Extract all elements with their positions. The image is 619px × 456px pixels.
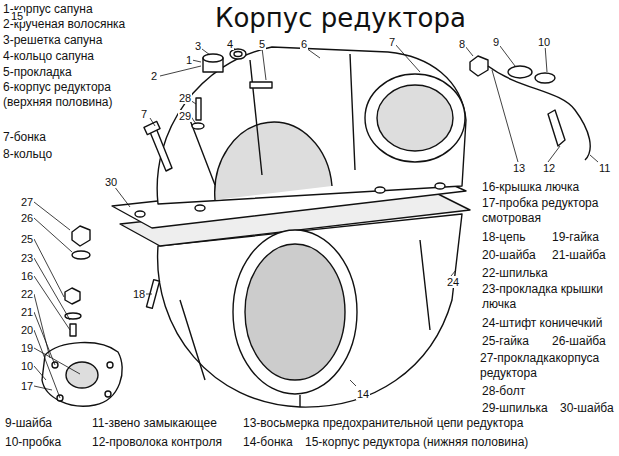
gearbox-part xyxy=(42,343,122,407)
part-label: 7-бонка xyxy=(3,130,46,145)
callout-number: 8 xyxy=(458,38,466,50)
callout-number: 22 xyxy=(20,288,34,300)
callout-number: 10 xyxy=(20,360,34,372)
callout-number: 24 xyxy=(446,276,460,288)
part-label: 23-прокладка крышки лючка xyxy=(482,282,614,312)
gearbox-part xyxy=(160,44,598,162)
gearbox-part xyxy=(375,187,385,193)
part-label: 26-шайба xyxy=(552,334,606,349)
part-label: 15-корпус редуктора (нижняя половина) xyxy=(305,435,528,450)
gearbox-part xyxy=(158,214,462,407)
part-label: 5-прокладка xyxy=(3,65,72,80)
gearbox-part xyxy=(195,205,205,211)
part-label: 29-шпилька xyxy=(482,401,548,416)
part-label: 11-звено замыкающее xyxy=(92,416,217,431)
callout-number: 7 xyxy=(140,108,148,120)
callout-number: 19 xyxy=(20,342,34,354)
callout-number: 4 xyxy=(226,38,234,50)
callout-number: 28 xyxy=(178,92,192,104)
part-label: 17-пробка редуктора смотровая xyxy=(482,196,614,226)
gearbox-part xyxy=(488,66,590,160)
gearbox-part xyxy=(144,121,160,134)
gearbox-part xyxy=(107,362,113,368)
gearbox-part xyxy=(508,66,532,78)
gearbox-part xyxy=(535,73,555,83)
callout-number: 27 xyxy=(20,196,34,208)
gearbox-part xyxy=(72,226,90,246)
gearbox-part xyxy=(66,362,98,388)
callout-number: 30 xyxy=(104,176,118,188)
gearbox-part xyxy=(190,54,355,185)
gearbox-part xyxy=(65,288,80,304)
callout-number: 21 xyxy=(20,306,34,318)
part-label: 24-штифт коничечкий xyxy=(482,316,602,331)
gearbox-part xyxy=(192,123,204,129)
callout-number: 23 xyxy=(20,252,34,264)
part-label: 20-шайба xyxy=(482,248,536,263)
callout-number: 2 xyxy=(150,70,158,82)
gearbox-part xyxy=(250,82,272,88)
gearbox-part xyxy=(215,122,332,200)
callout-number: 20 xyxy=(20,324,34,336)
gearbox-part xyxy=(548,110,565,146)
callout-number: 11 xyxy=(598,162,611,174)
callout-number: 12 xyxy=(542,162,556,174)
part-label: 18-цепь xyxy=(482,230,526,245)
part-label: 6-корпус редуктора (верхняя половина) xyxy=(3,80,115,110)
part-label: 25-гайка xyxy=(482,334,529,349)
part-label: 3-решетка сапуна xyxy=(3,33,102,48)
part-label: 19-гайка xyxy=(552,230,599,245)
gearbox-part xyxy=(105,391,111,397)
part-label: 21-шайба xyxy=(552,248,606,263)
part-label: 13-восьмерка предохранительной цепи реду… xyxy=(243,416,523,431)
callout-number: 14 xyxy=(356,388,370,400)
gearbox-part xyxy=(377,85,453,151)
callout-number: 18 xyxy=(132,288,146,300)
gearbox-part xyxy=(150,128,172,171)
part-label: 4-кольцо сапуна xyxy=(3,49,94,64)
gearbox-part xyxy=(34,270,456,398)
part-label: 10-пробка xyxy=(5,435,61,450)
callout-number: 5 xyxy=(258,38,266,50)
part-label: 28-болт xyxy=(482,384,525,399)
gearbox-part xyxy=(34,100,196,358)
gearbox-part xyxy=(70,324,76,336)
gearbox-part xyxy=(365,74,465,162)
gearbox-part xyxy=(245,244,345,380)
drawing-title: Корпус редуктора xyxy=(215,3,466,33)
gearbox-part xyxy=(234,52,242,57)
part-label: 16-крышка лючка xyxy=(482,180,579,195)
callout-number: 29 xyxy=(178,110,192,122)
callout-number: 7 xyxy=(388,36,396,48)
gearbox-part xyxy=(470,56,488,76)
part-label: 30-шайба xyxy=(560,401,614,416)
part-label: 12-проволока контроля xyxy=(92,435,222,450)
gearbox-part xyxy=(203,54,223,62)
callout-number: 10 xyxy=(537,36,551,48)
gearbox-part xyxy=(196,98,201,120)
callout-number: 17 xyxy=(20,380,34,392)
callout-number: 6 xyxy=(300,38,308,50)
callout-number: 16 xyxy=(20,270,34,282)
gearbox-part xyxy=(157,47,466,204)
gearbox-part xyxy=(435,183,445,189)
part-label: 8-кольцо xyxy=(3,147,52,162)
callout-number: 25 xyxy=(20,233,34,245)
callout-number: 1 xyxy=(185,54,193,66)
gearbox-part xyxy=(230,49,246,59)
part-label: 14-бонка xyxy=(243,435,293,450)
gearbox-part xyxy=(135,211,145,217)
part-label: 27-прокладкакорпуса редуктора xyxy=(480,351,614,381)
part-label: 22-шпилька xyxy=(482,266,548,281)
gearbox-part xyxy=(233,230,357,394)
callout-number: 15 xyxy=(10,10,24,22)
callout-number: 9 xyxy=(492,36,500,48)
callout-number: 13 xyxy=(512,162,526,174)
part-label: 9-шайба xyxy=(5,416,52,431)
callout-number: 3 xyxy=(194,40,202,52)
callout-number: 26 xyxy=(20,212,34,224)
gearbox-part xyxy=(72,251,90,259)
